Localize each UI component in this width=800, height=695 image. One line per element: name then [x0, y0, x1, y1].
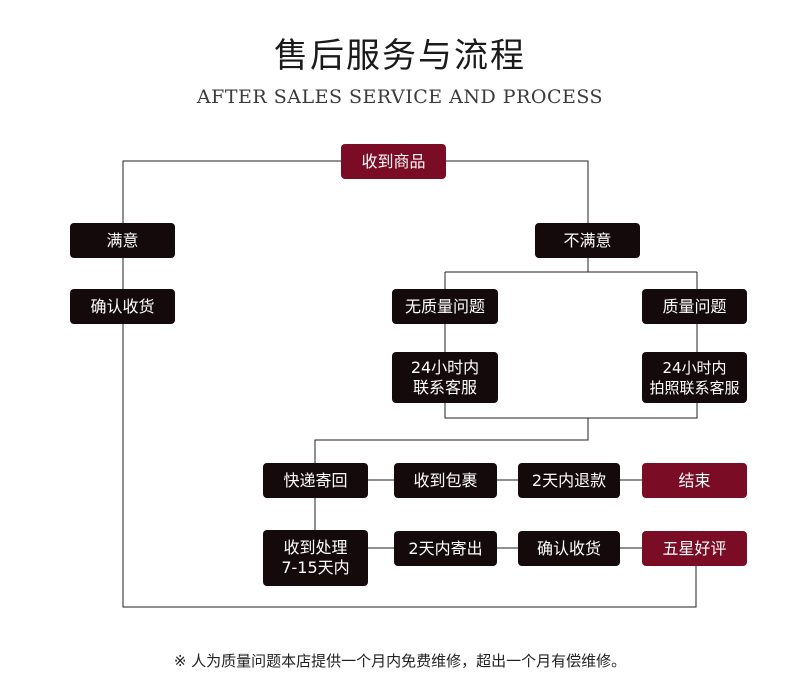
- node-receive-goods: 收到商品: [341, 144, 446, 179]
- node-process-line1: 收到处理: [283, 538, 348, 557]
- node-no-quality-issue: 无质量问题: [392, 289, 498, 324]
- connector-receive-unsatisfied: [446, 160, 589, 223]
- page-subtitle: AFTER SALES SERVICE AND PROCESS: [196, 86, 604, 108]
- node-confirm-receipt-left: 确认收货: [70, 289, 175, 324]
- node-process-line2: 7-15天内: [281, 558, 350, 577]
- node-satisfied: 满意: [70, 223, 175, 258]
- footnote: ※ 人为质量问题本店提供一个月内免费维修，超出一个月有偿维修。: [173, 652, 627, 670]
- node-unsatisfied: 不满意: [535, 223, 640, 258]
- node-quality-issue: 质量问题: [642, 289, 747, 324]
- connector-receive-satisfied: [122, 160, 341, 223]
- node-five-star: 五星好评: [642, 531, 747, 566]
- node-contact-24h: 24小时内 联系客服: [392, 352, 498, 403]
- node-contact-24h-line2: 联系客服: [412, 377, 477, 397]
- page-title: 售后服务与流程: [274, 36, 526, 76]
- node-photo-contact: 24小时内 拍照联系客服: [642, 352, 747, 403]
- node-end: 结束: [642, 463, 747, 498]
- connector-contact-merge: [444, 402, 698, 419]
- node-package-received: 收到包裹: [394, 463, 497, 498]
- connector-confirm-bottom: [122, 323, 697, 608]
- connector-merge-return: [314, 418, 589, 463]
- node-ship-2days: 2天内寄出: [394, 531, 497, 566]
- node-express-return: 快递寄回: [263, 463, 368, 498]
- node-photo-contact-line1: 24小时内: [662, 358, 727, 377]
- node-contact-24h-line1: 24小时内: [410, 357, 480, 377]
- node-process: 收到处理 7-15天内: [263, 530, 368, 586]
- node-photo-contact-line2: 拍照联系客服: [649, 378, 740, 397]
- node-refund-2days: 2天内退款: [518, 463, 620, 498]
- node-confirm-receipt-right: 确认收货: [518, 531, 620, 566]
